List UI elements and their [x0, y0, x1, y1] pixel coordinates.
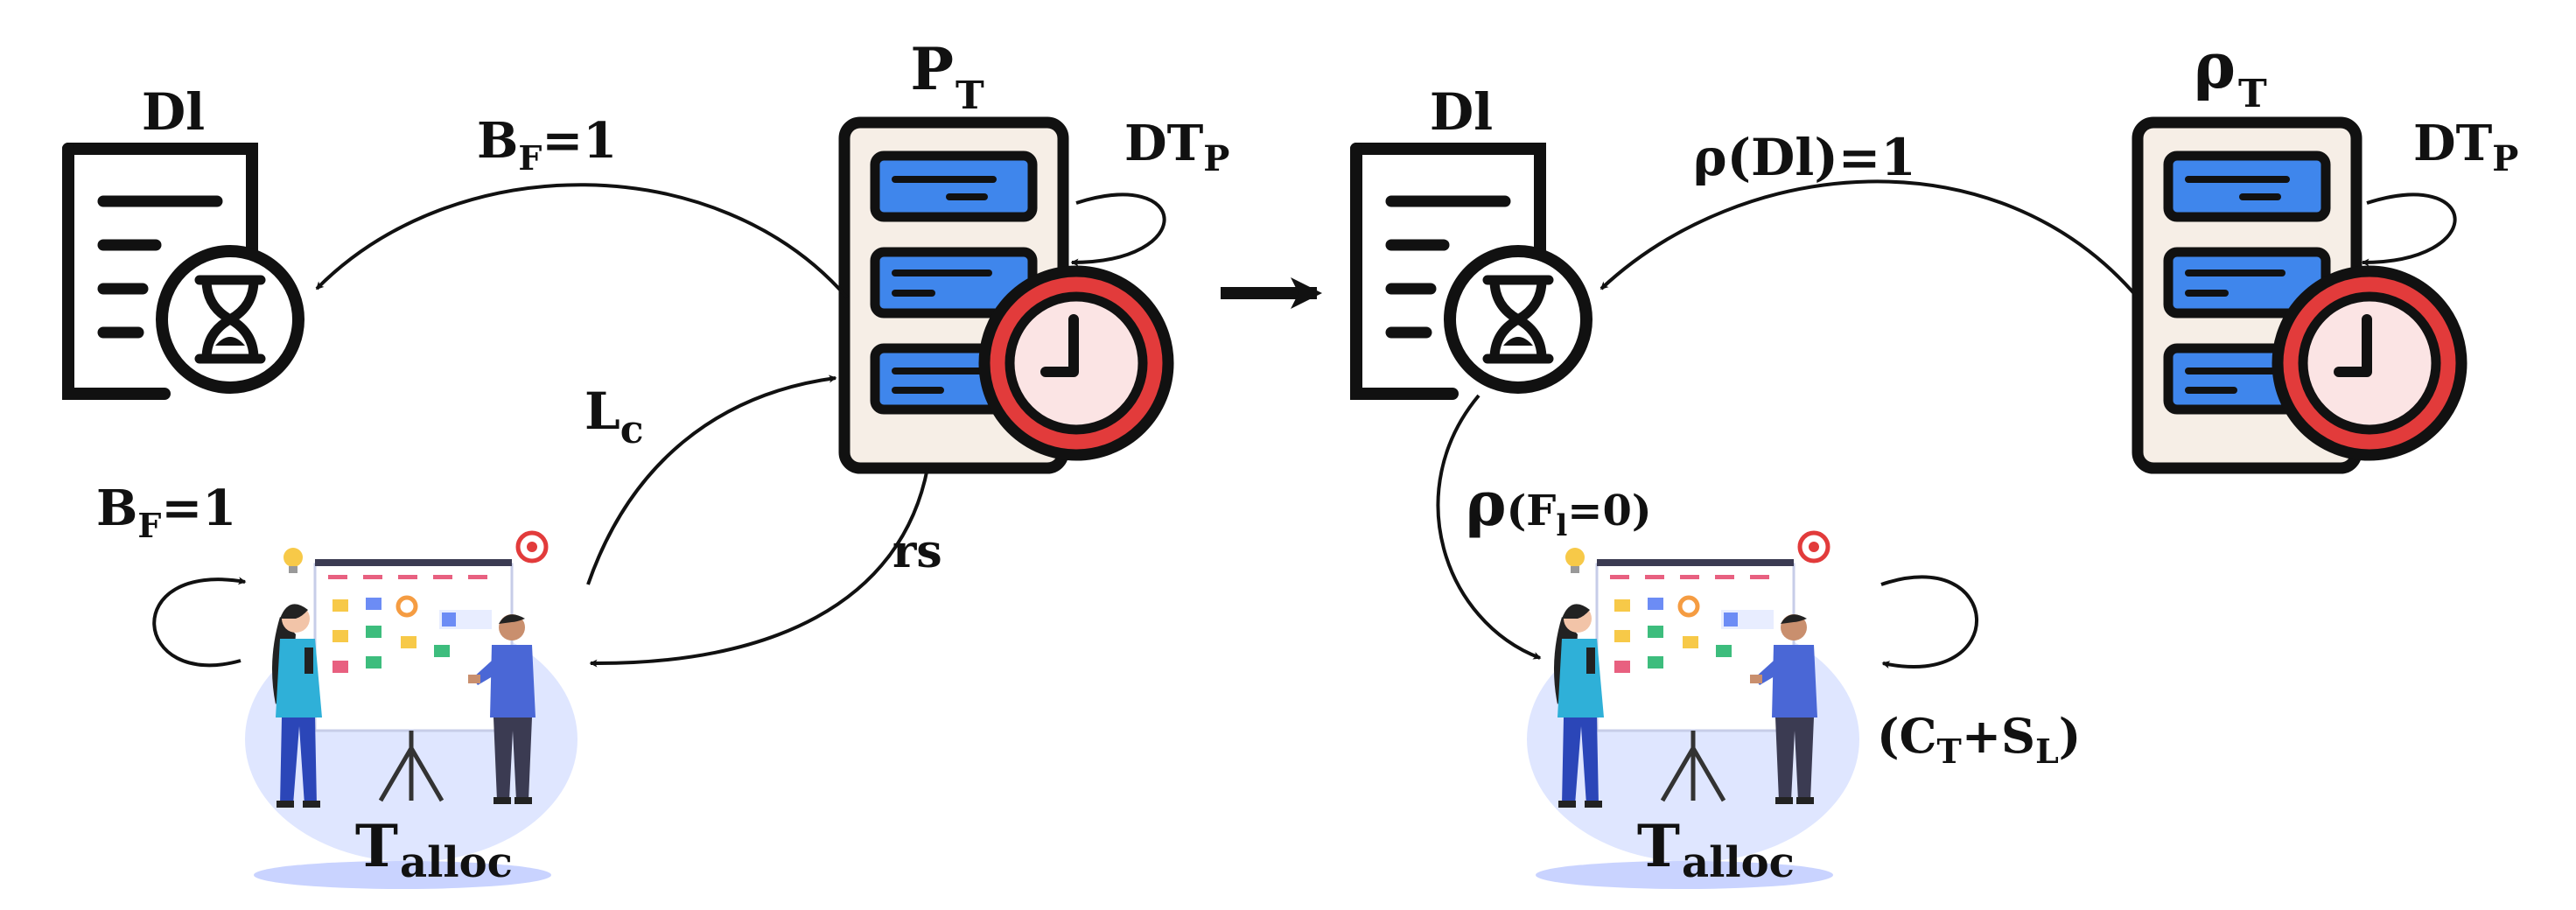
left-team-sub: alloc	[400, 838, 513, 887]
project-clock-icon	[2138, 122, 2461, 468]
cost-self-loop	[1880, 575, 1978, 669]
rs-label: rs	[892, 525, 942, 578]
right-deadline-node: Dl	[1356, 82, 1586, 394]
left-project-node: P T	[844, 35, 1168, 468]
left-team-label: T	[355, 812, 398, 880]
buffer-arrow	[315, 183, 849, 299]
right-project-node: ρ T	[2138, 28, 2461, 468]
right-project-sub: T	[2238, 72, 2267, 116]
right-team-label: T	[1637, 812, 1680, 880]
left-project-sub: T	[956, 74, 984, 118]
failure-probability-arrow	[1436, 394, 1542, 660]
probability-arrow	[1600, 179, 2139, 299]
deadline-document-icon	[68, 149, 298, 394]
left-deadline-label: Dl	[142, 82, 205, 142]
left-dtp-self-loop	[1070, 192, 1166, 267]
left-project-label: P	[910, 35, 954, 103]
project-clock-icon	[844, 122, 1168, 468]
right-team-sub: alloc	[1682, 838, 1795, 887]
left-deadline-node: Dl	[68, 82, 298, 394]
probability-arrow-label: ρ(Dl)=1	[1693, 128, 1916, 187]
team-buffer-label: BF=1	[96, 480, 236, 545]
failure-probability-label: ρ(Fl=0)	[1466, 467, 1652, 543]
right-team-node: T alloc	[1527, 533, 1859, 889]
left-team-node: T alloc	[245, 533, 578, 889]
buffer-arrow-label: BF=1	[477, 112, 617, 178]
right-dtp-self-loop	[2361, 192, 2457, 267]
right-deadline-label: Dl	[1430, 82, 1493, 142]
right-project-label: ρ	[2194, 28, 2236, 102]
team-kanban-icon	[245, 533, 578, 889]
rs-arrow	[589, 467, 929, 668]
lc-label: Lc	[584, 382, 644, 452]
cost-label: (CT+SL)	[1877, 708, 2081, 771]
team-buffer-self-loop	[152, 577, 247, 668]
right-dtp-label: DTP	[2413, 115, 2518, 179]
team-kanban-icon	[1527, 533, 1859, 889]
lc-arrow	[586, 374, 837, 585]
deadline-document-icon	[1356, 149, 1586, 394]
left-dtp-label: DTP	[1124, 115, 1229, 179]
